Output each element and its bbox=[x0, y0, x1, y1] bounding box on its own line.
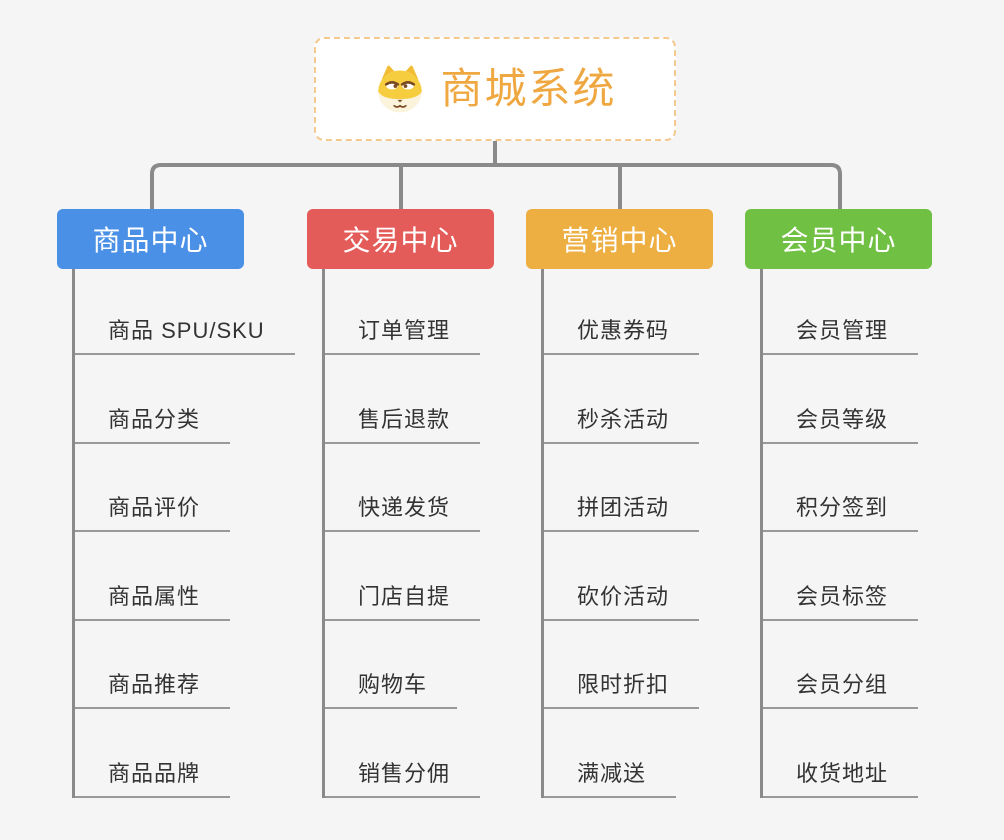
branch-item[interactable]: 积分签到 bbox=[763, 444, 919, 533]
branch-item[interactable]: 订单管理 bbox=[325, 269, 481, 355]
branch-item[interactable]: 收货地址 bbox=[763, 709, 919, 798]
dog-face-icon bbox=[378, 65, 423, 113]
branch-header-member[interactable]: 会员中心 bbox=[745, 209, 932, 269]
branch-item[interactable]: 商品属性 bbox=[75, 532, 231, 621]
root-title: 商城系统 bbox=[440, 65, 617, 112]
branch-marketing: 营销中心 优惠券码 秒杀活动 拼团活动 砍价活动 限时折扣 满减送 bbox=[526, 209, 713, 798]
root-node[interactable]: 商城系统 bbox=[314, 37, 676, 141]
branch-product-items: 商品 SPU/SKU 商品分类 商品评价 商品属性 商品推荐 商品品牌 bbox=[72, 269, 295, 798]
branch-member-items: 会员管理 会员等级 积分签到 会员标签 会员分组 收货地址 bbox=[760, 269, 932, 798]
branch-item[interactable]: 会员等级 bbox=[763, 355, 919, 444]
branch-item[interactable]: 商品评价 bbox=[75, 444, 231, 533]
branch-item[interactable]: 会员管理 bbox=[763, 269, 919, 355]
branch-trade-items: 订单管理 售后退款 快递发货 门店自提 购物车 销售分佣 bbox=[322, 269, 494, 798]
branch-item[interactable]: 商品分类 bbox=[75, 355, 231, 444]
branch-item[interactable]: 售后退款 bbox=[325, 355, 481, 444]
branch-header-product[interactable]: 商品中心 bbox=[57, 209, 244, 269]
branch-member: 会员中心 会员管理 会员等级 积分签到 会员标签 会员分组 收货地址 bbox=[745, 209, 932, 798]
branch-item[interactable]: 商品 SPU/SKU bbox=[75, 269, 295, 355]
branch-item[interactable]: 拼团活动 bbox=[544, 444, 700, 533]
branch-trade: 交易中心 订单管理 售后退款 快递发货 门店自提 购物车 销售分佣 bbox=[307, 209, 494, 798]
branch-item[interactable]: 满减送 bbox=[544, 709, 677, 798]
branch-item[interactable]: 秒杀活动 bbox=[544, 355, 700, 444]
branch-item[interactable]: 砍价活动 bbox=[544, 532, 700, 621]
branch-item[interactable]: 门店自提 bbox=[325, 532, 481, 621]
branch-product: 商品中心 商品 SPU/SKU 商品分类 商品评价 商品属性 商品推荐 商品品牌 bbox=[57, 209, 295, 798]
branch-header-marketing[interactable]: 营销中心 bbox=[526, 209, 713, 269]
branch-item[interactable]: 限时折扣 bbox=[544, 621, 700, 710]
branch-item[interactable]: 优惠券码 bbox=[544, 269, 700, 355]
branch-item[interactable]: 商品推荐 bbox=[75, 621, 231, 710]
branch-item[interactable]: 购物车 bbox=[325, 621, 458, 710]
branch-item[interactable]: 快递发货 bbox=[325, 444, 481, 533]
branch-item[interactable]: 商品品牌 bbox=[75, 709, 231, 798]
branch-item[interactable]: 会员标签 bbox=[763, 532, 919, 621]
branch-marketing-items: 优惠券码 秒杀活动 拼团活动 砍价活动 限时折扣 满减送 bbox=[541, 269, 713, 798]
branch-item[interactable]: 会员分组 bbox=[763, 621, 919, 710]
branch-header-trade[interactable]: 交易中心 bbox=[307, 209, 494, 269]
branch-item[interactable]: 销售分佣 bbox=[325, 709, 481, 798]
